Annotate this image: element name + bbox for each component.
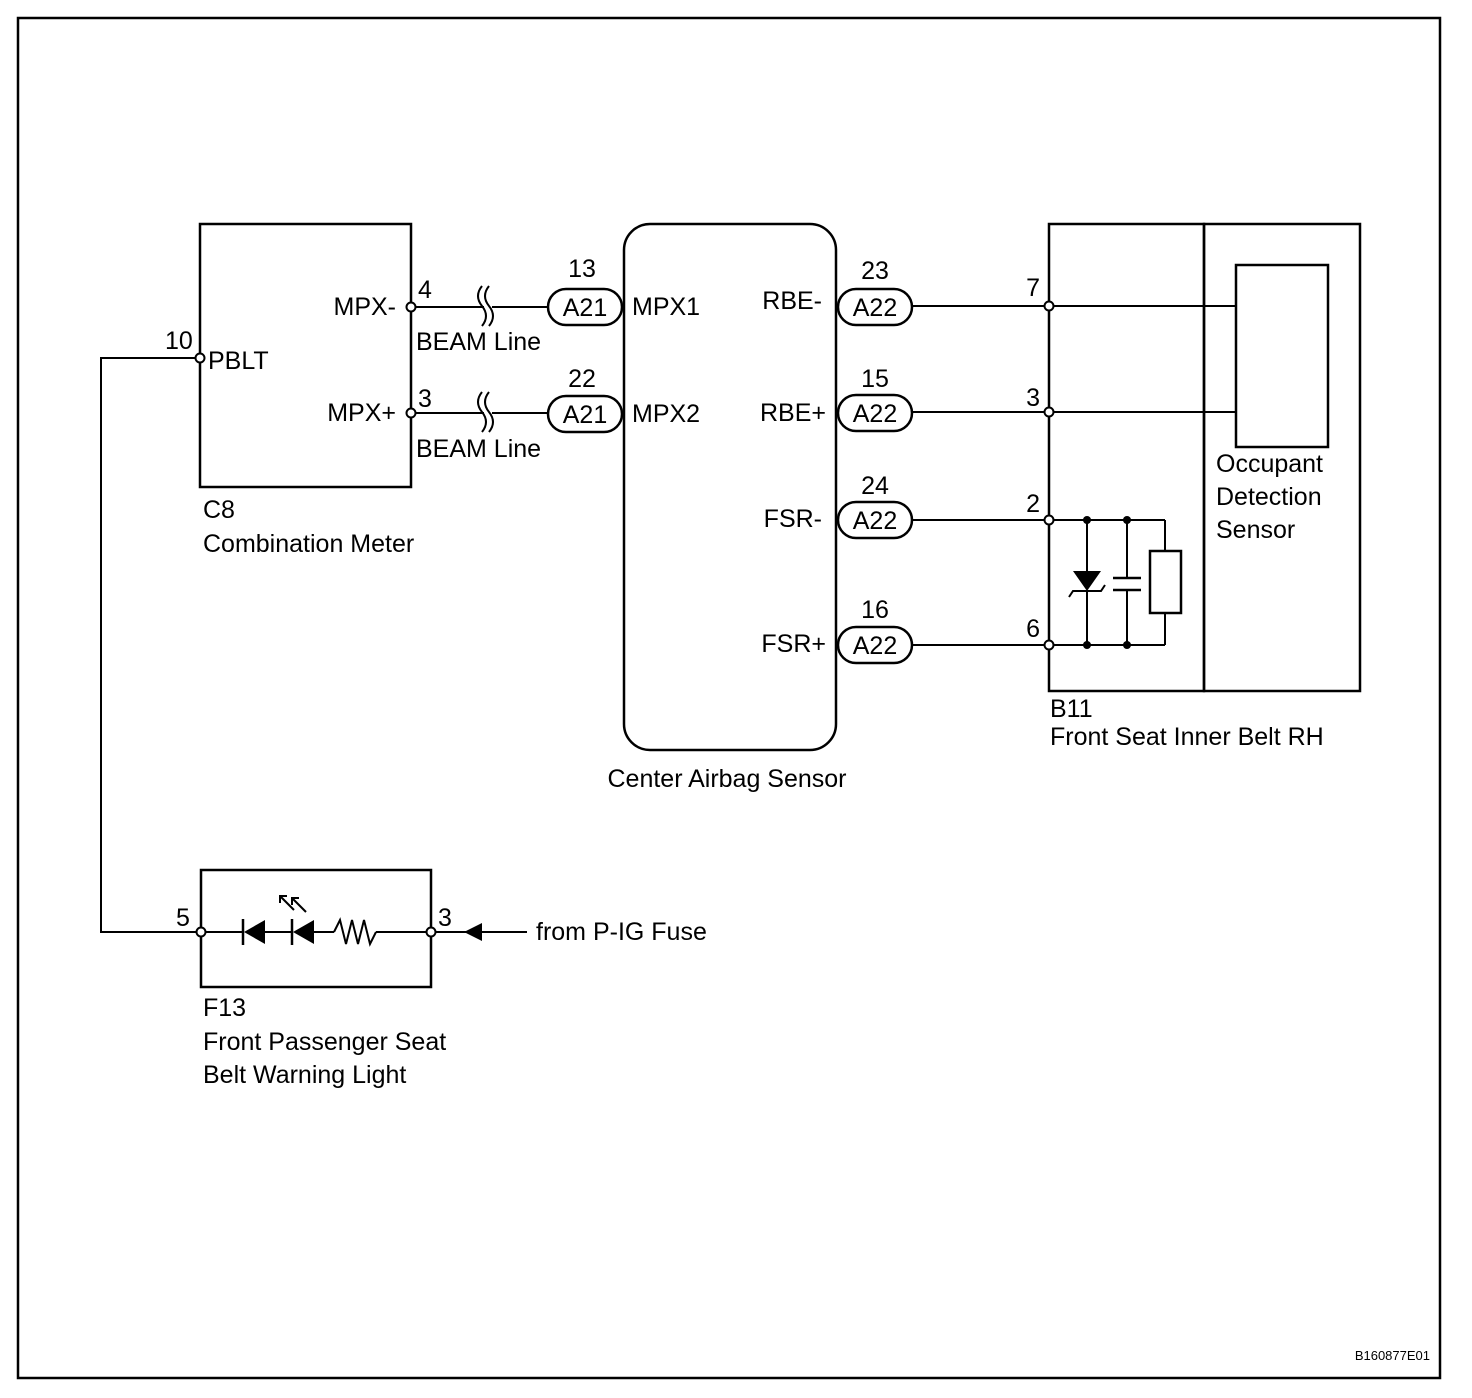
- terminal-b11-3: [1043, 406, 1055, 418]
- front-seat-inner-belt: Occupant Detection Sensor B11 Front Seat…: [1047, 222, 1362, 751]
- svg-text:A22: A22: [853, 400, 897, 428]
- wire-pblt: [100, 357, 196, 933]
- f13-name-line2: Belt Warning Light: [203, 1061, 406, 1089]
- c8-pin-3: 3: [418, 385, 432, 413]
- terminal-c8-3: [405, 407, 417, 419]
- f13-code: F13: [203, 994, 246, 1022]
- warning-light: F13 Front Passenger Seat Belt Warning Li…: [199, 868, 446, 1089]
- from-fuse-label: from P-IG Fuse: [536, 918, 707, 946]
- terminal-f13-5: [195, 926, 207, 938]
- b11-name: Front Seat Inner Belt RH: [1050, 723, 1324, 751]
- rbe-plus-label: RBE+: [760, 399, 826, 427]
- beam-line-mpx1: [415, 285, 548, 327]
- fsr-plus-label: FSR+: [761, 630, 826, 658]
- pin-15: 15: [861, 365, 889, 393]
- occupant-sensor-line2: Detection: [1216, 483, 1322, 511]
- zener-diode-icon: [1073, 571, 1101, 591]
- center-airbag-sensor-name: Center Airbag Sensor: [607, 765, 846, 793]
- svg-text:A21: A21: [563, 401, 607, 429]
- beam-line-label-2: BEAM Line: [416, 435, 541, 463]
- connector-a22-rbe-plus: A22: [836, 393, 914, 433]
- terminal-c8-4: [405, 301, 417, 313]
- occupant-detection-sensor: [1234, 263, 1330, 449]
- b11-pin-7: 7: [1026, 274, 1040, 302]
- connector-a21-mpx2: A21: [546, 394, 624, 434]
- pin-13: 13: [568, 255, 596, 283]
- light-emission-icon: [279, 895, 295, 911]
- c8-pin-4: 4: [418, 276, 432, 304]
- rbe-minus-label: RBE-: [762, 287, 822, 315]
- terminal-c8-10: [194, 352, 206, 364]
- resistor-icon: [1148, 549, 1183, 615]
- pin-24: 24: [861, 472, 889, 500]
- mpx-plus-label: MPX+: [327, 399, 396, 427]
- svg-text:A21: A21: [563, 294, 607, 322]
- connector-a22-fsr-plus: A22: [836, 625, 914, 665]
- connector-a21-mpx1: A21: [546, 287, 624, 327]
- terminal-b11-2: [1043, 514, 1055, 526]
- f13-pin-5: 5: [176, 904, 190, 932]
- terminal-b11-7: [1043, 300, 1055, 312]
- mpx1-label: MPX1: [632, 293, 700, 321]
- svg-text:A22: A22: [853, 294, 897, 322]
- beam-line-mpx2: [415, 391, 548, 433]
- pin-23: 23: [861, 257, 889, 285]
- b11-pin-3: 3: [1026, 384, 1040, 412]
- connector-a22-fsr-minus: A22: [836, 500, 914, 540]
- connector-a22-rbe-minus: A22: [836, 287, 914, 327]
- terminal-b11-6: [1043, 639, 1055, 651]
- mpx2-label: MPX2: [632, 400, 700, 428]
- pblt-label: PBLT: [208, 347, 269, 375]
- b11-pin-6: 6: [1026, 615, 1040, 643]
- c8-name: Combination Meter: [203, 530, 414, 558]
- occupant-sensor-line1: Occupant: [1216, 450, 1323, 478]
- c8-code: C8: [203, 496, 235, 524]
- pin-22: 22: [568, 365, 596, 393]
- center-airbag-sensor: MPX1 MPX2 RBE- RBE+ FSR- FSR+ Center Air…: [607, 222, 847, 793]
- pin-16: 16: [861, 596, 889, 624]
- f13-name-line1: Front Passenger Seat: [203, 1028, 446, 1056]
- figure-id: B160877E01: [1355, 1348, 1430, 1363]
- svg-text:A22: A22: [853, 507, 897, 535]
- diode-icon-1: [244, 920, 265, 944]
- combination-meter: MPX- MPX+ PBLT C8 Combination Meter: [198, 222, 414, 558]
- led-icon: [293, 920, 314, 944]
- arrow-left-icon: [464, 923, 482, 941]
- frame-border: [16, 16, 1442, 1380]
- terminal-f13-3: [425, 926, 437, 938]
- c8-pin-10: 10: [165, 327, 193, 355]
- f13-pin-3: 3: [438, 904, 452, 932]
- svg-text:A22: A22: [853, 632, 897, 660]
- beam-line-label-1: BEAM Line: [416, 328, 541, 356]
- resistor-zigzag-icon: [333, 917, 377, 947]
- fsr-minus-label: FSR-: [764, 505, 822, 533]
- b11-pin-2: 2: [1026, 490, 1040, 518]
- mpx-minus-label: MPX-: [334, 293, 397, 321]
- b11-code: B11: [1050, 695, 1093, 723]
- occupant-sensor-line3: Sensor: [1216, 516, 1295, 544]
